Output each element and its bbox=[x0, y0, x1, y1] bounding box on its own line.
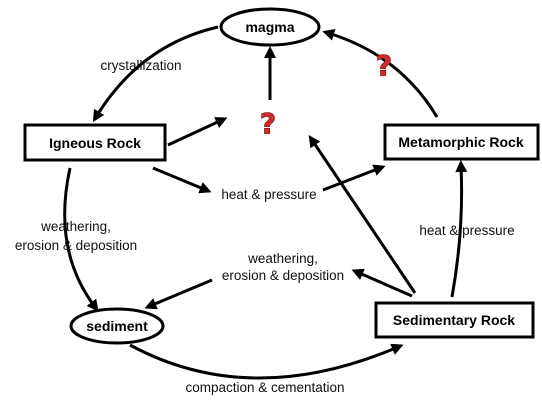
arrow-igneous-to-heat-label bbox=[152, 166, 212, 194]
label-weathering-left-line1: weathering, bbox=[40, 219, 111, 234]
node-magma-label: magma bbox=[245, 19, 294, 35]
node-metamorphic-rock: Metamorphic Rock bbox=[383, 123, 540, 161]
arrow-sediment-to-sedimentary bbox=[129, 343, 404, 380]
node-magma: magma bbox=[219, 7, 321, 47]
label-heat-pressure-right: heat & pressure bbox=[419, 223, 514, 238]
arrow-magma-to-igneous bbox=[92, 25, 219, 123]
node-sedimentary-rock-label: Sedimentary Rock bbox=[393, 312, 515, 328]
label-weathering-mid-line2: erosion & deposition bbox=[222, 268, 344, 283]
arrow-weathering-label-to-sediment bbox=[144, 278, 213, 310]
label-crystallization: crystallization bbox=[100, 58, 181, 73]
arrow-metamorphic-to-magma bbox=[322, 29, 439, 118]
question-mark-right: ? bbox=[376, 49, 392, 82]
question-mark-center: ? bbox=[260, 107, 276, 140]
arrow-igneous-to-sediment bbox=[63, 167, 99, 312]
arrow-heat-label-to-metamorphic bbox=[322, 164, 386, 192]
arrow-sedimentary-to-weathering-label bbox=[351, 268, 413, 298]
label-weathering-mid-line1: weathering, bbox=[247, 251, 318, 266]
node-metamorphic-rock-label: Metamorphic Rock bbox=[398, 134, 523, 150]
node-igneous-rock-label: Igneous Rock bbox=[49, 135, 141, 151]
label-compaction-cementation: compaction & cementation bbox=[185, 380, 344, 395]
node-sediment-label: sediment bbox=[86, 318, 148, 334]
node-sediment: sediment bbox=[69, 307, 165, 345]
arrow-sedimentary-to-center bbox=[308, 135, 417, 294]
arrow-igneous-to-center bbox=[167, 117, 228, 147]
node-sedimentary-rock: Sedimentary Rock bbox=[374, 301, 535, 339]
label-heat-pressure-center: heat & pressure bbox=[221, 187, 316, 202]
arrow-sedimentary-to-metamorphic bbox=[450, 160, 468, 298]
label-weathering-left-line2: erosion & deposition bbox=[15, 238, 137, 253]
node-igneous-rock: Igneous Rock bbox=[23, 123, 167, 162]
